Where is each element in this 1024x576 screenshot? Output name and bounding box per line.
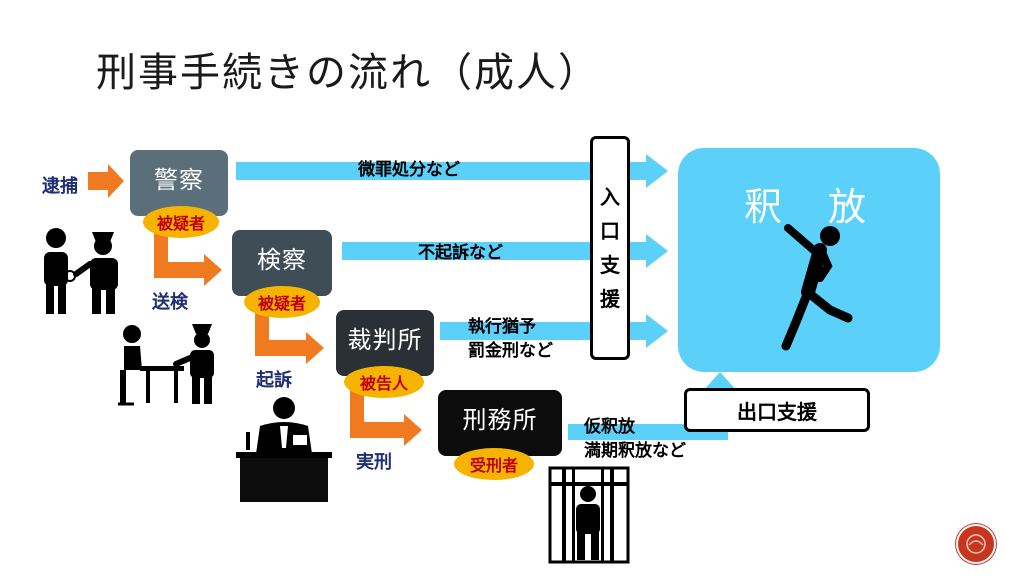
indict-arrow bbox=[255, 306, 324, 364]
prosecutor-exit-arrow bbox=[342, 234, 668, 268]
prison-label: 刑務所 bbox=[462, 406, 538, 434]
prison-box: 刑務所 bbox=[438, 390, 562, 456]
sentence-label: 実刑 bbox=[356, 452, 392, 473]
page-title: 刑事手続きの流れ（成人） bbox=[96, 50, 600, 96]
prison-exit-label-1: 仮釈放 bbox=[584, 417, 635, 437]
indict-label: 起訴 bbox=[256, 370, 292, 391]
police-exit-label: 微罪処分など bbox=[358, 160, 460, 180]
police-label: 警察 bbox=[154, 166, 204, 194]
entry-support-char: 援 bbox=[600, 287, 620, 311]
court-exit-label-1: 執行猶予 bbox=[468, 317, 536, 337]
prosecutor-exit-label: 不起訴など bbox=[418, 243, 503, 263]
interrogation-icon bbox=[118, 324, 214, 406]
logo-swirl-icon bbox=[966, 534, 986, 554]
court-label: 裁判所 bbox=[347, 326, 423, 354]
release-title: 釈放 bbox=[744, 185, 913, 229]
arrest-label: 逮捕 bbox=[42, 176, 78, 197]
police-officer-arrest-icon bbox=[44, 228, 118, 314]
entry-support-char: 支 bbox=[600, 253, 620, 277]
arrest-arrow bbox=[88, 164, 124, 198]
entry-support-char: 入 bbox=[600, 185, 620, 209]
police-box: 警察 bbox=[130, 150, 228, 216]
entry-support-char: 口 bbox=[600, 219, 620, 243]
prison-badge: 受刑者 bbox=[454, 448, 534, 480]
prisoner-icon bbox=[548, 466, 630, 564]
send-arrow bbox=[154, 226, 222, 286]
jumping-person-icon bbox=[781, 224, 853, 351]
judge-icon bbox=[236, 397, 332, 502]
prosecutor-box: 検察 bbox=[232, 230, 332, 296]
send-label: 送検 bbox=[152, 292, 188, 313]
prosecutor-label: 検察 bbox=[257, 246, 307, 274]
police-badge: 被疑者 bbox=[143, 206, 219, 238]
prosecutor-badge: 被疑者 bbox=[244, 286, 320, 318]
prison-exit-arrow bbox=[568, 372, 738, 440]
police-exit-arrow bbox=[236, 154, 668, 188]
court-badge: 被告人 bbox=[344, 366, 424, 398]
court-box: 裁判所 bbox=[336, 310, 434, 376]
exit-support-box: 出口支援 bbox=[684, 388, 870, 432]
release-area bbox=[678, 148, 940, 372]
court-exit-label-2: 罰金刑など bbox=[468, 341, 553, 361]
entry-support-box: 入 口 支 援 bbox=[590, 136, 630, 360]
sentence-arrow bbox=[350, 390, 422, 446]
prison-exit-label-2: 満期釈放など bbox=[584, 441, 686, 461]
slide-logo-icon bbox=[956, 524, 996, 564]
